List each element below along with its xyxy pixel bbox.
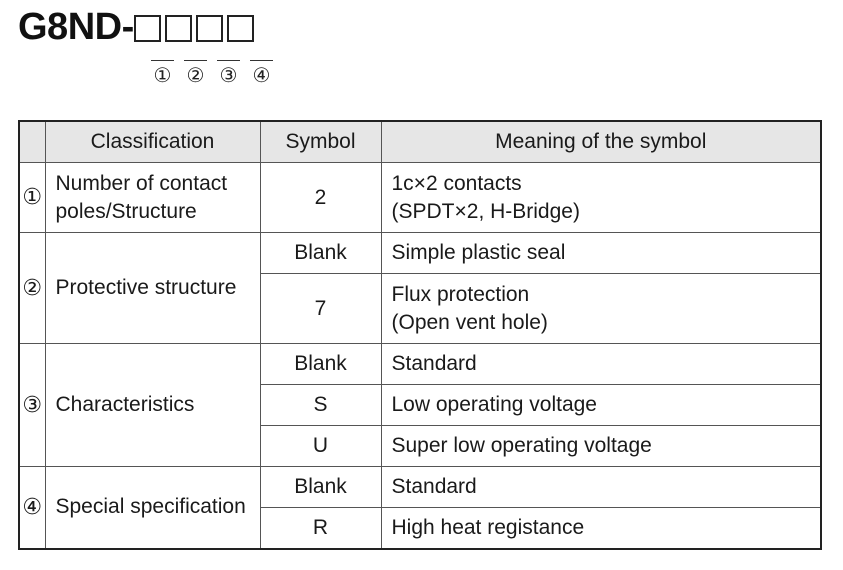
marker-underline	[250, 60, 273, 61]
marker-underline	[217, 60, 240, 61]
group-number: ③	[18, 343, 46, 467]
meaning-line: (SPDT×2, H-Bridge)	[391, 199, 580, 223]
position-markers: ① ② ③ ④	[148, 60, 280, 86]
group-number: ④	[18, 466, 46, 549]
classification-cell: Number of contact poles/Structure	[44, 162, 261, 233]
model-code: G8ND-	[18, 4, 258, 50]
header-symbol: Symbol	[259, 120, 382, 163]
meaning-line: Flux protection	[391, 282, 530, 306]
header-classification: Classification	[44, 120, 261, 163]
marker-underline	[184, 60, 207, 61]
header-meaning: Meaning of the symbol	[380, 120, 822, 163]
table-row: ① Number of contact poles/Structure 2 1c…	[18, 162, 822, 233]
table-row: R High heat registance	[19, 507, 822, 549]
symbol-cell: 7	[259, 273, 382, 344]
specification-table: Classification Symbol Meaning of the sym…	[18, 120, 822, 550]
marker-number: ③	[219, 63, 238, 87]
table-row: ④ Special specification Blank Standard	[18, 466, 822, 549]
marker-number: ②	[186, 63, 205, 87]
marker-number: ①	[153, 63, 172, 87]
symbol-cell: R	[259, 507, 382, 549]
table-row: ③ Characteristics Blank Standard	[18, 343, 822, 467]
group-number: ②	[18, 232, 46, 344]
meaning-cell: Standard	[380, 343, 822, 385]
table-row: S Low operating voltage	[19, 384, 822, 426]
model-code-boxes	[133, 14, 258, 42]
code-box-4	[226, 14, 254, 42]
marker-number: ④	[252, 63, 271, 87]
meaning-cell: Flux protection (Open vent hole)	[380, 273, 822, 344]
position-marker-3: ③	[214, 60, 243, 86]
classification-cell: Special specification	[44, 466, 261, 549]
model-prefix: G8ND-	[18, 5, 134, 48]
meaning-cell: Simple plastic seal	[380, 232, 822, 274]
meaning-line: 1c×2 contacts	[391, 171, 522, 195]
classification-line: poles/Structure	[55, 199, 197, 223]
table-row: 7 Flux protection (Open vent hole)	[19, 273, 822, 344]
code-box-3	[195, 14, 223, 42]
symbol-cell: Blank	[259, 232, 382, 274]
symbol-cell: 2	[259, 162, 382, 233]
position-marker-2: ②	[181, 60, 210, 86]
symbol-cell: S	[259, 384, 382, 426]
position-marker-1: ①	[148, 60, 177, 86]
classification-cell: Protective structure	[44, 232, 261, 344]
code-box-2	[164, 14, 192, 42]
table-header-row: Classification Symbol Meaning of the sym…	[18, 120, 822, 163]
meaning-cell: High heat registance	[380, 507, 822, 549]
classification-cell: Characteristics	[44, 343, 261, 467]
symbol-cell: Blank	[259, 343, 382, 385]
marker-underline	[151, 60, 174, 61]
position-marker-4: ④	[247, 60, 276, 86]
header-number	[18, 120, 46, 163]
meaning-cell: 1c×2 contacts (SPDT×2, H-Bridge)	[380, 162, 822, 233]
meaning-cell: Standard	[380, 466, 822, 508]
meaning-line: (Open vent hole)	[391, 310, 548, 334]
meaning-cell: Low operating voltage	[380, 384, 822, 426]
meaning-cell: Super low operating voltage	[380, 425, 822, 467]
table-row: U Super low operating voltage	[19, 425, 822, 467]
group-number: ①	[18, 162, 46, 233]
symbol-cell: U	[259, 425, 382, 467]
table-row: ② Protective structure Blank Simple plas…	[18, 232, 822, 344]
code-box-1	[133, 14, 161, 42]
classification-line: Number of contact	[55, 171, 228, 195]
symbol-cell: Blank	[259, 466, 382, 508]
